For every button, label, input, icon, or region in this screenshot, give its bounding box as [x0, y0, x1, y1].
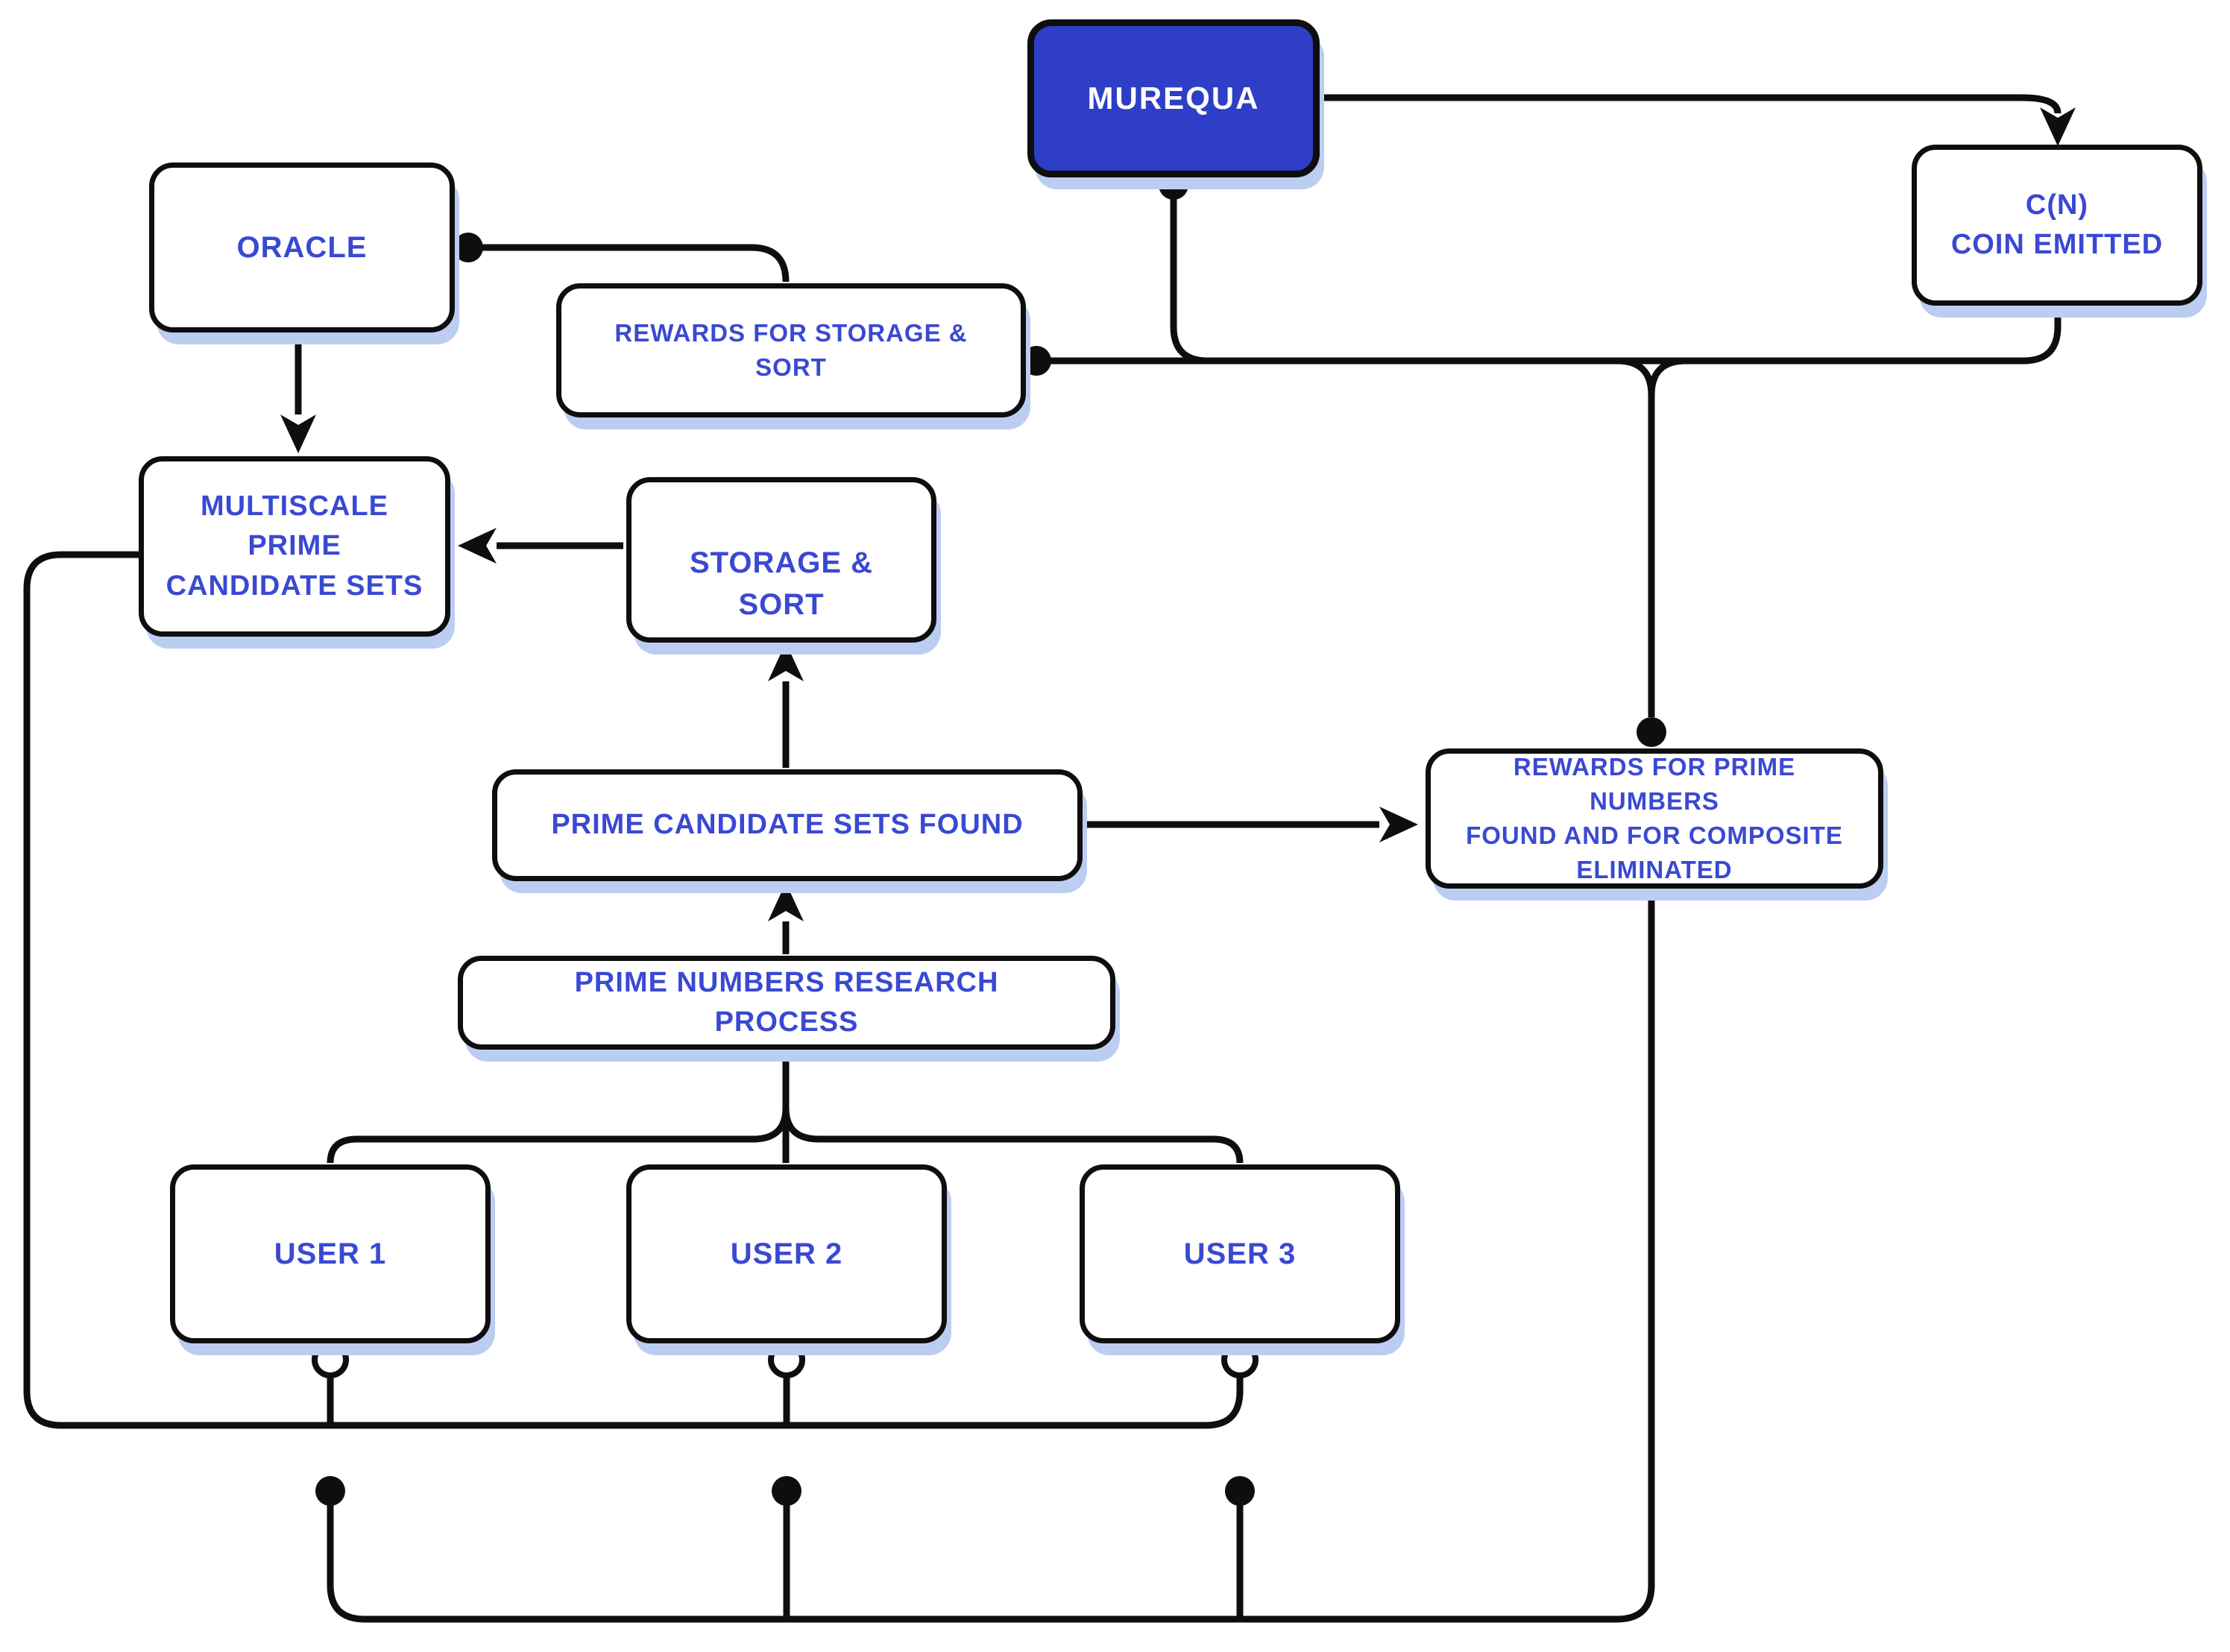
node-prime-candidate-sets-found-label: PRIME CANDIDATE SETS FOUND — [551, 809, 1024, 841]
node-user2[interactable]: USER 2 — [626, 1164, 947, 1343]
node-prime-numbers-research-process[interactable]: PRIME NUMBERS RESEARCH PROCESS — [458, 956, 1115, 1050]
node-user3[interactable]: USER 3 — [1080, 1164, 1400, 1343]
rail-users-to-multiscale — [23, 551, 1244, 1429]
edge-rewards-prime-to-railB — [1616, 889, 1655, 1623]
edge-research-to-user1 — [327, 1107, 790, 1164]
arrowhead-up-storage-icon — [768, 643, 804, 681]
endpoint-dot-murequa-bottom — [1159, 170, 1188, 200]
port-circle-user1 — [312, 1341, 349, 1378]
endpoint-dot-user1-lower — [315, 1476, 345, 1506]
edge-junction-curve-left — [1616, 357, 1655, 396]
arrowhead-up-primefound-icon — [768, 883, 804, 921]
node-rewards-storage-sort-label: REWARDS FOR STORAGE & SORT — [614, 318, 968, 381]
port-circle-user3 — [1221, 1341, 1259, 1378]
stem-user1-to-railB — [327, 1501, 365, 1623]
node-user2-label: USER 2 — [730, 1238, 843, 1270]
node-murequa-label: MUREQUA — [1087, 80, 1260, 116]
endpoint-dot-rewards-storage-right — [1021, 346, 1051, 376]
arrowhead-down-multiscale-icon — [280, 414, 316, 453]
node-user3-label: USER 3 — [1183, 1238, 1297, 1270]
node-rewards-prime-numbers[interactable]: REWARDS FOR PRIME NUMBERS FOUND AND FOR … — [1426, 748, 1883, 889]
endpoint-dot-user2-lower — [772, 1476, 801, 1506]
node-multiscale-prime-candidate-sets[interactable]: MULTISCALE PRIME CANDIDATE SETS — [139, 456, 450, 637]
edge-coin-to-distribution — [1042, 304, 2062, 365]
edge-junction-curve-right — [1648, 357, 1686, 396]
arrowhead-down-coin-icon — [2040, 107, 2076, 146]
node-user1-label: USER 1 — [274, 1238, 387, 1270]
node-rewards-storage-sort[interactable]: REWARDS FOR STORAGE & SORT — [556, 283, 1026, 417]
node-oracle-label: ORACLE — [236, 231, 368, 264]
node-multiscale-label: MULTISCALE PRIME CANDIDATE SETS — [166, 491, 423, 602]
endpoint-dot-rewards-prime-top — [1637, 717, 1666, 747]
node-user1[interactable]: USER 1 — [170, 1164, 491, 1343]
edge-murequa-to-distribution — [1170, 195, 1209, 365]
arrowhead-right-rewards-prime-icon — [1379, 807, 1418, 842]
endpoint-dot-user3-lower — [1225, 1476, 1255, 1506]
edge-murequa-to-coin — [1321, 94, 2062, 114]
node-storage-sort[interactable]: STORAGE & SORT — [626, 477, 936, 643]
node-coin-emitted-label: C(N) COIN EMITTED — [1950, 189, 2164, 260]
node-rewards-prime-numbers-label: REWARDS FOR PRIME NUMBERS FOUND AND FOR … — [1466, 752, 1843, 884]
node-prime-candidate-sets-found[interactable]: PRIME CANDIDATE SETS FOUND — [492, 769, 1083, 881]
edge-oracle-to-rewards-storage — [468, 244, 790, 283]
node-oracle[interactable]: ORACLE — [149, 163, 455, 332]
node-prime-numbers-research-process-label: PRIME NUMBERS RESEARCH PROCESS — [574, 966, 999, 1038]
node-storage-sort-label: STORAGE & SORT — [689, 546, 874, 621]
node-murequa[interactable]: MUREQUA — [1027, 19, 1320, 177]
node-coin-emitted[interactable]: C(N) COIN EMITTED — [1912, 145, 2202, 306]
edge-research-to-user3 — [782, 1107, 1244, 1164]
arrowhead-left-multiscale-icon — [458, 528, 497, 564]
port-circle-user2 — [768, 1341, 805, 1378]
